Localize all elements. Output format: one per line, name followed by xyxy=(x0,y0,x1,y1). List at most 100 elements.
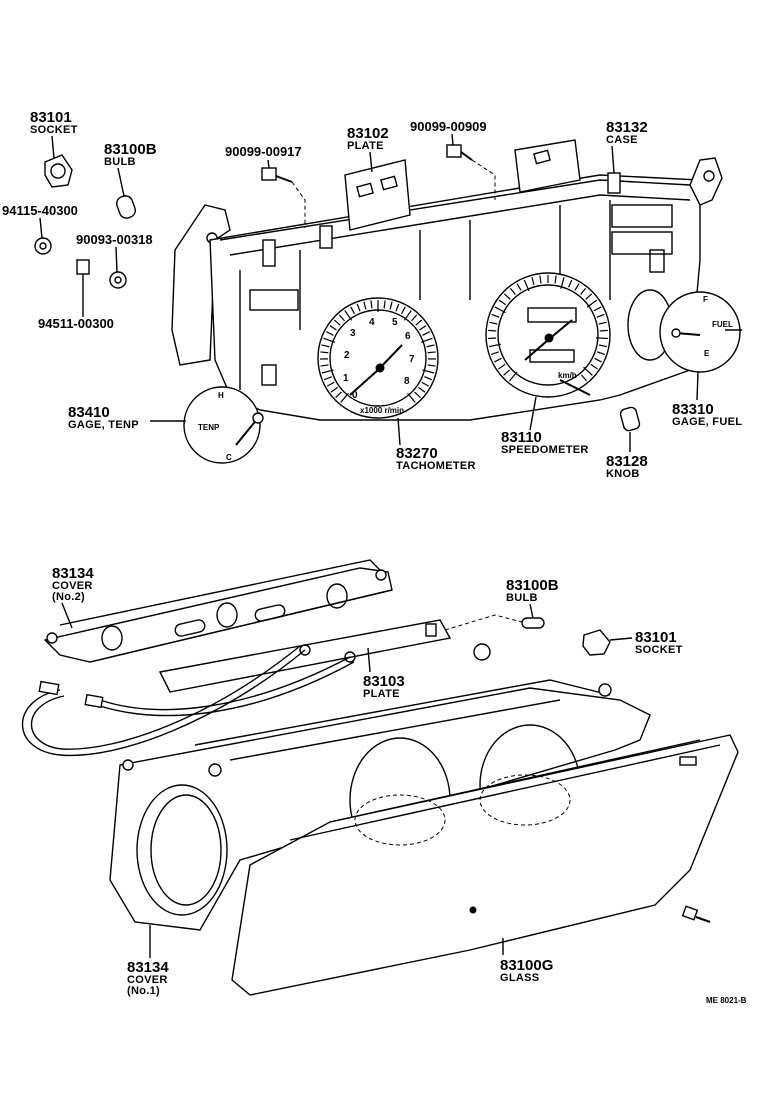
tachometer-needle-tail xyxy=(349,369,379,396)
screw-shaft xyxy=(275,175,293,183)
screw-shaft xyxy=(460,151,473,161)
case-bulb-holder-5 xyxy=(261,364,277,386)
case-inner-wall xyxy=(239,200,611,390)
speedometer-tick xyxy=(585,293,593,300)
glass-lens-2 xyxy=(479,774,571,826)
tach-tick-0: 0 xyxy=(352,390,358,401)
trip-reset-shaft xyxy=(559,379,591,396)
speedometer-tick xyxy=(523,279,530,292)
washer-outer xyxy=(34,237,52,255)
tachometer-tick xyxy=(320,364,329,367)
tachometer-dial: 0 1 2 3 4 5 6 7 8 x1000 r/min xyxy=(317,297,439,419)
speedometer-tick xyxy=(593,306,602,312)
speedometer-needle-tail xyxy=(524,339,549,361)
speedometer-tick xyxy=(539,275,542,284)
label-83310-name: GAGE, FUEL xyxy=(672,416,742,428)
glass-center-mark xyxy=(469,906,477,914)
plate-83102-hole-1 xyxy=(356,182,374,198)
socket-83101-bottom-part xyxy=(582,629,611,656)
tachometer-tick xyxy=(383,300,386,309)
case-body xyxy=(209,174,701,421)
bulb-83100b-bottom-part xyxy=(521,617,545,629)
tachometer-tick xyxy=(321,369,334,374)
plate-83103-body xyxy=(158,619,452,693)
label-83134-no2-leader xyxy=(61,602,73,629)
label-90099-00909-leader xyxy=(451,133,454,146)
screw-head xyxy=(446,144,462,158)
label-83110-leader xyxy=(529,396,537,431)
nut-bottom-body xyxy=(473,643,491,661)
tachometer-tick xyxy=(326,331,334,336)
tachometer-tick xyxy=(407,392,416,403)
cover-no1-opening-tach xyxy=(136,784,228,916)
bulb-body xyxy=(115,195,137,219)
label-83134-no1-number: 83134 xyxy=(127,959,169,976)
glass-body xyxy=(231,734,739,996)
screw-b-leader xyxy=(471,159,496,200)
tachometer-tick xyxy=(323,376,332,381)
cover-no2-opening-1 xyxy=(101,625,123,651)
tachometer-hub xyxy=(375,363,385,373)
tachometer-tick xyxy=(419,325,427,331)
trip-meter-window xyxy=(529,349,575,363)
label-83132-leader xyxy=(611,145,615,174)
case-top-plate-hole xyxy=(533,149,551,165)
fuel-gage-label: FUEL xyxy=(712,320,733,329)
diagram-code: ME 8021-B xyxy=(706,996,747,1005)
tach-tick-6: 6 xyxy=(405,331,411,342)
plate-83103-terminal-2 xyxy=(344,651,356,663)
speedometer-tick xyxy=(580,374,588,382)
combination-meter-assembly xyxy=(171,139,723,421)
cover-no2-opening-2 xyxy=(174,619,206,637)
plate-83103-terminal-1 xyxy=(299,644,311,656)
right-mount-bracket xyxy=(689,157,723,206)
washer-90093-00318-part xyxy=(109,271,127,289)
cover-no2-clip-right xyxy=(375,569,387,581)
label-83103-name: PLATE xyxy=(363,688,400,700)
screw-bottom-shaft xyxy=(695,916,711,923)
label-83100b-bottom-name: BULB xyxy=(506,592,538,604)
label-83410-name: GAGE, TENP xyxy=(68,419,139,431)
glass-frame-edge xyxy=(329,739,701,823)
tachometer-tick xyxy=(424,376,433,381)
speedometer-tick xyxy=(596,313,605,318)
label-94115-40300-number: 94115-40300 xyxy=(2,203,78,218)
washer-inner xyxy=(114,276,122,284)
tachometer-tick xyxy=(403,310,412,321)
label-83132-number: 83132 xyxy=(606,119,648,136)
speedometer-tick xyxy=(489,321,498,325)
tachometer-tick xyxy=(333,319,341,326)
label-83100b-name: BULB xyxy=(104,156,136,168)
tachometer-tick xyxy=(427,351,436,354)
label-83101-bottom-leader xyxy=(609,637,633,641)
wire-2b xyxy=(99,661,355,717)
label-90093-00318-number: 90093-00318 xyxy=(76,232,153,247)
tachometer-tick-marks xyxy=(319,300,437,403)
tachometer-tick xyxy=(363,301,367,310)
label-83100b-bottom-number: 83100B xyxy=(506,577,559,594)
label-83102-number: 83102 xyxy=(347,125,389,142)
plate-83102-shape xyxy=(344,159,411,231)
label-90099-00917-leader xyxy=(267,159,270,169)
label-83100g-name: GLASS xyxy=(500,972,539,984)
label-83101-bottom-name: SOCKET xyxy=(635,644,683,656)
cover-no1-clip-2 xyxy=(208,763,222,777)
tachometer-tick xyxy=(426,344,435,348)
glass-lens-1 xyxy=(354,794,446,846)
screw-bottom-head xyxy=(681,905,699,921)
temp-gage-needle xyxy=(235,417,259,446)
wire-2 xyxy=(99,656,351,711)
tachometer-tick xyxy=(323,337,335,343)
case-compartment-3 xyxy=(249,289,299,311)
label-83110-name: SPEEDOMETER xyxy=(501,444,589,456)
speedometer-tick xyxy=(494,306,506,314)
label-83110-number: 83110 xyxy=(501,429,542,446)
speedometer-hub xyxy=(544,333,554,343)
speedometer-tick xyxy=(488,329,497,332)
label-83134-no1-sub: (No.1) xyxy=(127,985,160,997)
glass-83100g-part xyxy=(231,734,739,996)
speedometer-tick xyxy=(598,344,607,348)
speedometer-tick xyxy=(491,351,499,355)
socket-83101-part xyxy=(44,154,73,188)
